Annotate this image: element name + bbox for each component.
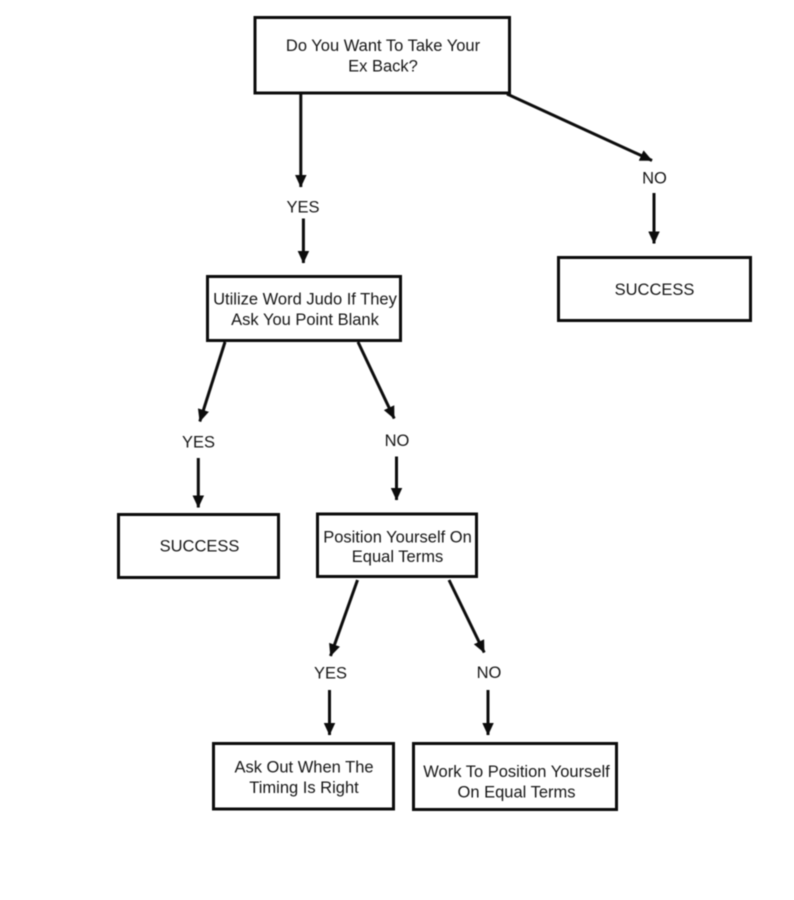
svg-text:YES: YES — [182, 434, 215, 452]
svg-text:Position Yourself On: Position Yourself On — [323, 529, 472, 547]
svg-text:YES: YES — [314, 665, 347, 683]
svg-text:Work To Position Yourself: Work To Position Yourself — [423, 763, 610, 781]
svg-text:SUCCESS: SUCCESS — [615, 281, 695, 299]
svg-text:NO: NO — [385, 432, 410, 450]
svg-text:Ask You Point Blank: Ask You Point Blank — [231, 311, 379, 329]
svg-text:Equal Terms: Equal Terms — [352, 548, 443, 566]
svg-text:YES: YES — [286, 199, 319, 217]
svg-text:Timing Is Right: Timing Is Right — [249, 779, 359, 797]
svg-text:Ask Out When The: Ask Out When The — [234, 759, 373, 777]
svg-text:Ex Back?: Ex Back? — [348, 58, 418, 76]
svg-text:Do You Want To Take Your: Do You Want To Take Your — [286, 37, 481, 55]
svg-text:NO: NO — [477, 664, 502, 682]
svg-text:NO: NO — [642, 170, 667, 188]
svg-text:SUCCESS: SUCCESS — [160, 538, 240, 556]
svg-text:Utilize Word Judo If They: Utilize Word Judo If They — [213, 291, 397, 309]
svg-text:On Equal Terms: On Equal Terms — [458, 784, 576, 802]
